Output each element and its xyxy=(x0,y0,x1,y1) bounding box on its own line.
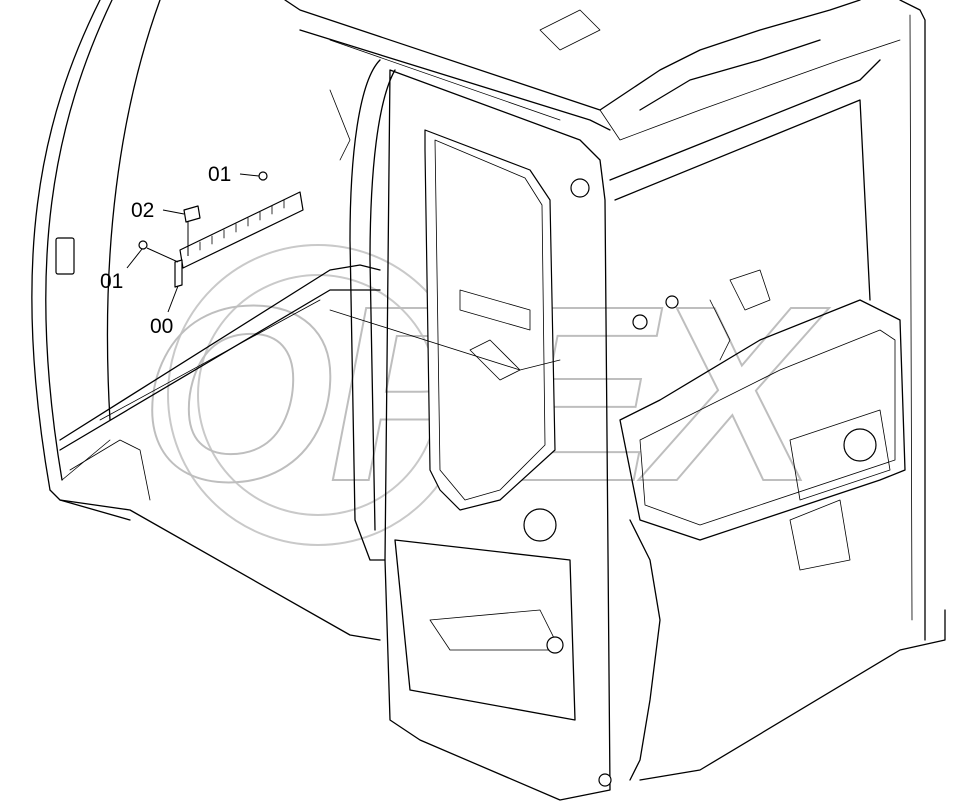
part-clip-01-lower xyxy=(138,240,148,250)
part-bracket-00 xyxy=(174,191,304,288)
right-cab-side xyxy=(609,59,946,781)
floor-frame xyxy=(59,264,561,641)
door-frame xyxy=(384,69,612,801)
callout-leaders xyxy=(126,173,260,313)
callout-01-upper: 01 xyxy=(208,163,231,186)
callout-00: 00 xyxy=(150,315,173,338)
callout-01-lower: 01 xyxy=(100,270,123,293)
roof-frame xyxy=(284,0,926,641)
part-cover-02 xyxy=(183,205,201,223)
callout-02: 02 xyxy=(131,199,154,222)
part-clip-01-upper xyxy=(258,171,268,181)
callout-labels: 01 02 01 00 xyxy=(100,163,231,338)
door-pillar-left xyxy=(329,59,396,561)
